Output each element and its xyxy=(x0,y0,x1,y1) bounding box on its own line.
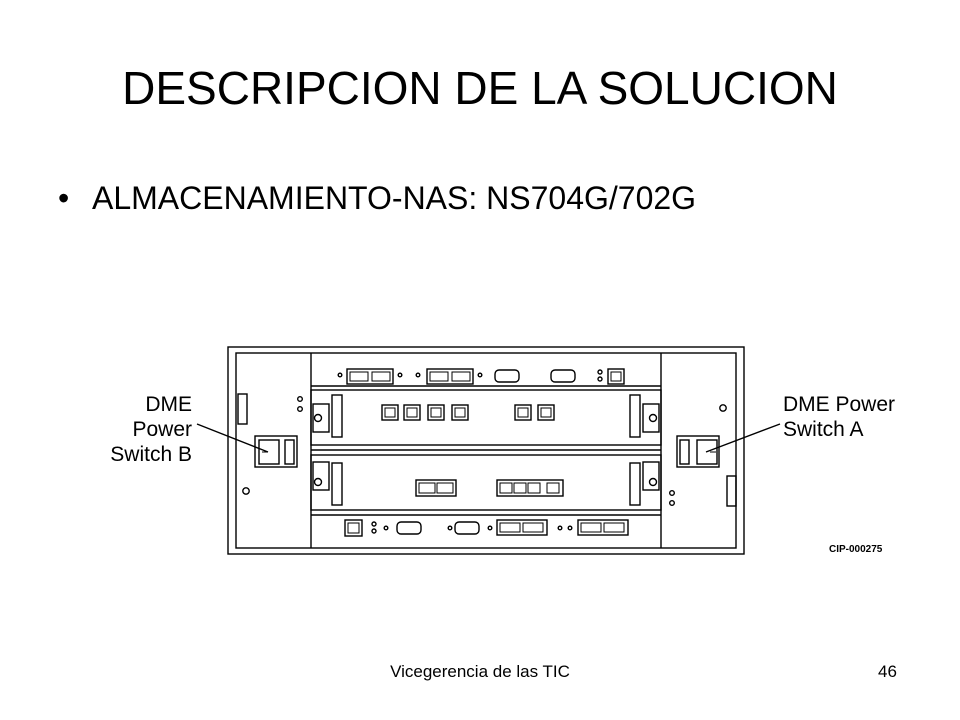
figure-id: CIP-000275 xyxy=(829,544,883,555)
callout-b-line-1: DME Power xyxy=(132,393,192,441)
bullet-text: ALMACENAMIENTO-NAS: NS704G/702G xyxy=(92,180,697,216)
callout-a-line-1: DME Power xyxy=(783,393,896,416)
blade-lower xyxy=(310,454,662,511)
slide-title: DESCRIPCION DE LA SOLUCION xyxy=(122,62,838,114)
bullet-item: • ALMACENAMIENTO-NAS: NS704G/702G xyxy=(58,176,696,220)
footer-organization: Vicegerencia de las TIC xyxy=(390,662,570,681)
callout-leader-b xyxy=(196,423,269,453)
chassis-outer xyxy=(227,346,745,555)
callout-switch-a: DME Power Switch A xyxy=(783,392,903,442)
power-inlet-a xyxy=(676,435,720,468)
chassis-inner xyxy=(235,352,737,549)
callout-leader-a xyxy=(705,423,781,453)
callout-a-line-2: Switch A xyxy=(783,418,864,441)
blade-upper xyxy=(310,389,662,446)
callout-switch-b: DME Power Switch B xyxy=(82,392,192,467)
power-inlet-b xyxy=(254,435,298,468)
footer-page-number: 46 xyxy=(878,662,897,681)
callout-b-line-2: Switch B xyxy=(110,443,192,466)
bullet-mark: • xyxy=(58,180,70,216)
